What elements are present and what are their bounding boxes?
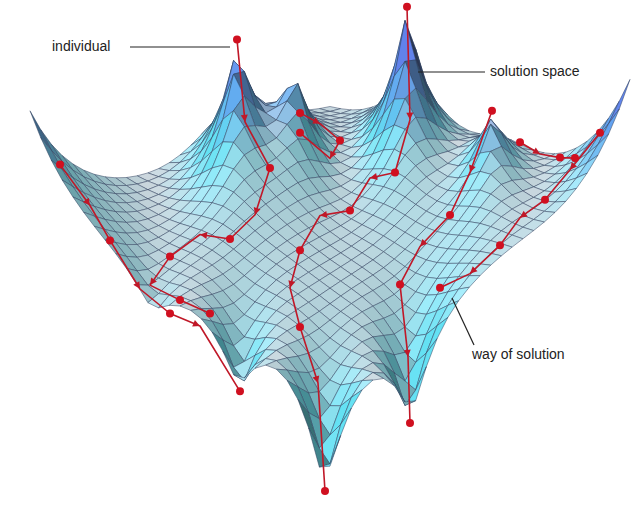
mesh-cell <box>598 109 619 145</box>
individual-dot <box>406 419 414 427</box>
mesh-cell <box>287 380 309 412</box>
individual-dot <box>296 129 304 137</box>
path-arrowhead <box>313 375 320 383</box>
mesh-cell <box>362 373 384 381</box>
individual-dot <box>233 36 241 44</box>
individual-dot <box>206 310 214 318</box>
individual-dot <box>403 3 411 11</box>
individual-dot <box>226 235 234 243</box>
mesh-cell <box>609 79 630 123</box>
solution-path <box>520 142 575 158</box>
individual-dot <box>56 161 64 169</box>
individual-dot <box>321 487 329 495</box>
path-arrowhead <box>404 350 411 357</box>
individual-dot <box>436 284 444 292</box>
path-arrowhead <box>532 147 540 154</box>
path-arrowhead <box>254 207 261 215</box>
individual-dot <box>556 154 564 162</box>
path-arrowhead <box>133 281 140 289</box>
individual-dot <box>176 296 184 304</box>
solution-paths <box>56 3 604 495</box>
callout-label: way of solution <box>470 346 567 363</box>
leader-line <box>452 298 474 345</box>
individual-dot <box>391 169 399 177</box>
individual-dot <box>488 107 496 115</box>
individual-dot <box>296 246 304 254</box>
mesh-cell <box>51 160 73 186</box>
individual-dot <box>516 138 524 146</box>
solution-path <box>290 7 410 491</box>
path-arrowhead <box>192 320 200 326</box>
leader-line <box>130 46 230 47</box>
path-arrowhead <box>200 232 207 239</box>
path-arrowhead <box>370 173 378 180</box>
individual-dot <box>296 109 304 117</box>
individual-dot <box>496 241 504 249</box>
mesh-cell <box>587 134 609 163</box>
mesh-cell <box>30 111 51 151</box>
individual-dot <box>446 211 454 219</box>
path-arrowhead <box>330 151 337 159</box>
individual-dot <box>541 196 549 204</box>
path-arrowhead <box>83 198 90 206</box>
mesh-cell <box>201 319 223 340</box>
individual-dot <box>296 323 304 331</box>
callout-label: solution space <box>488 63 582 80</box>
solution-path <box>300 113 340 158</box>
individual-dot <box>596 129 604 137</box>
mesh-cell <box>298 399 319 448</box>
solution-path <box>440 133 600 288</box>
individual-dot <box>166 310 174 318</box>
solution-path <box>60 165 240 392</box>
mesh-cell <box>234 365 255 381</box>
path-arrowhead <box>288 280 295 288</box>
path-arrowhead <box>406 113 413 120</box>
individual-dot <box>336 137 344 145</box>
mesh-cell <box>276 369 298 387</box>
mesh-cell <box>426 317 448 353</box>
path-arrowhead <box>241 115 248 122</box>
surface-mesh <box>30 21 630 468</box>
individual-dot <box>266 164 274 172</box>
path-arrowhead <box>520 211 528 218</box>
individual-dot <box>166 253 174 261</box>
individual-dot <box>106 236 114 244</box>
individual-dot <box>236 387 244 395</box>
path-arrowhead <box>150 277 157 285</box>
path-arrowhead <box>320 211 328 218</box>
individual-dot <box>346 207 354 215</box>
mesh-cell <box>555 188 576 202</box>
mesh-cell <box>469 264 490 276</box>
path-arrowhead <box>420 239 427 247</box>
leader-line <box>418 71 485 72</box>
solution-path <box>150 40 270 314</box>
mesh-cell <box>223 351 244 381</box>
path-arrowhead <box>570 162 577 170</box>
path-arrowhead <box>312 117 320 123</box>
mesh-cell <box>544 201 565 212</box>
leader-lines <box>130 47 485 345</box>
individual-dot <box>571 154 579 162</box>
individual-dot <box>396 280 404 288</box>
path-arrowhead <box>469 165 476 173</box>
callout-label: individual <box>50 38 112 55</box>
path-arrowhead <box>470 266 478 273</box>
mesh-cell <box>266 361 287 370</box>
mesh-cell <box>309 428 330 467</box>
mesh-cell <box>416 339 437 390</box>
mesh-cell <box>351 380 373 397</box>
mesh-cell <box>448 287 469 305</box>
